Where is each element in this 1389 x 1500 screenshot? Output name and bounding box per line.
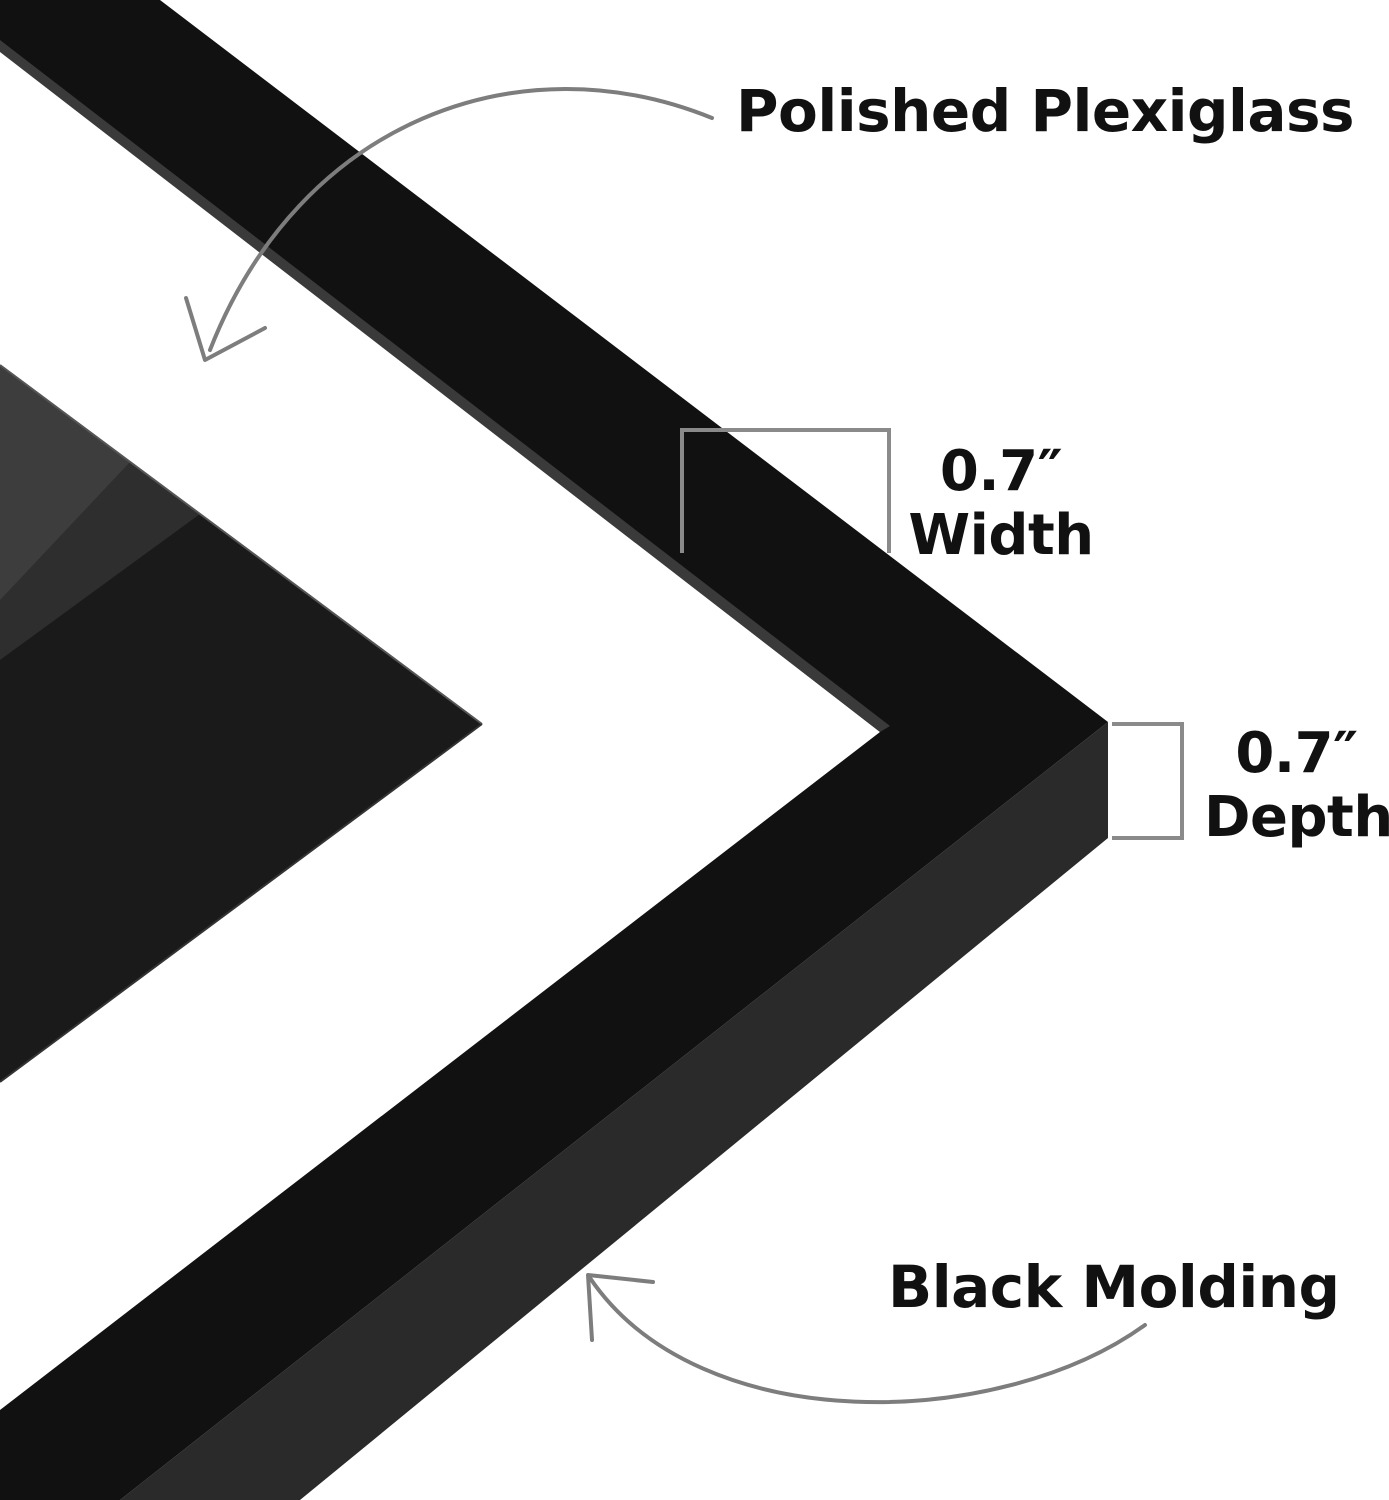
width-value: 0.7″ — [939, 439, 1063, 504]
depth-bracket-icon — [1112, 722, 1184, 840]
depth-value: 0.7″ — [1235, 721, 1358, 786]
depth-dimension-label: 0.7″ Depth — [1204, 722, 1389, 850]
width-caption: Width — [908, 503, 1094, 568]
molding-label: Black Molding — [888, 1253, 1340, 1321]
artwork-glare-highlight — [0, 365, 130, 600]
plexiglass-label: Polished Plexiglass — [736, 77, 1355, 145]
artwork-border — [0, 364, 483, 725]
plexiglass-edge — [0, 40, 890, 732]
molding-curved-arrow-icon — [588, 1276, 1147, 1405]
artwork-border-lower — [0, 723, 483, 1083]
plexiglass-curved-arrow-icon — [208, 87, 714, 352]
depth-caption: Depth — [1204, 785, 1389, 850]
plexiglass-arrowhead-icon — [184, 296, 267, 362]
width-bracket-icon — [680, 428, 891, 553]
molding-arrowhead-icon — [586, 1273, 655, 1342]
width-dimension-label: 0.7″ Width — [906, 440, 1096, 568]
